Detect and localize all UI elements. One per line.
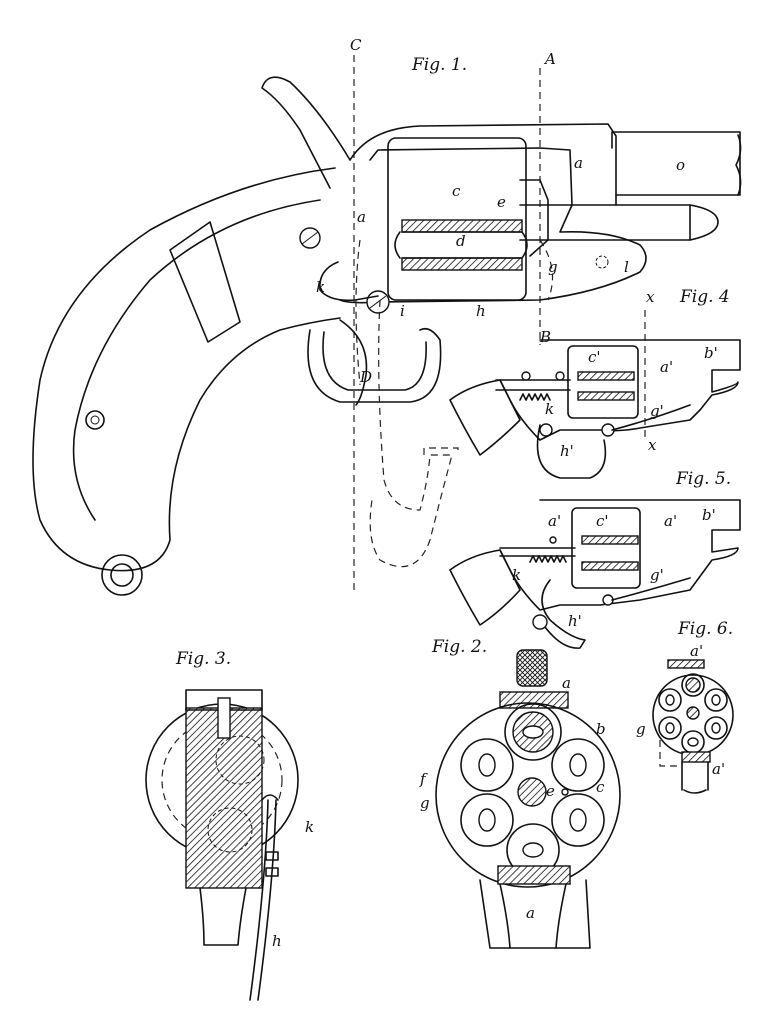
- fig2-label-g: g: [420, 794, 430, 812]
- fig1-label-o-barrel: o: [676, 156, 685, 174]
- fig3-title: Fig. 3.: [175, 649, 231, 669]
- fig5-label-a1-left: a': [548, 512, 561, 530]
- fig1-label-d: d: [456, 232, 466, 250]
- fig4-title: Fig. 4: [679, 287, 730, 307]
- fig6-label-a1-top: a': [690, 642, 703, 660]
- fig2-label-f: f: [419, 770, 428, 788]
- fig1-label-b: B: [539, 328, 551, 346]
- trigger: [339, 319, 368, 406]
- grip-panel: [72, 199, 321, 521]
- fig4-label-c1: c': [588, 348, 601, 366]
- fig1-label-a-section: A: [543, 50, 556, 68]
- fig3-label-k: k: [305, 818, 314, 836]
- fig4-trigger-guard: [536, 424, 607, 479]
- fig2-center-pin: [517, 777, 547, 807]
- frame-top-strap: [349, 123, 617, 206]
- fig4-label-b1: b': [704, 344, 718, 362]
- figure-2-front-section: Fig. 2. a b f g e c a: [419, 637, 621, 949]
- figure-5-side-section: Fig. 5. a' c' a' b' k g' h': [449, 469, 741, 649]
- fig1-label-g: g: [548, 258, 558, 276]
- fig5-label-a1-right: a': [664, 512, 677, 530]
- fig3-label-h: h: [272, 932, 282, 950]
- cylinder: [387, 137, 527, 301]
- fig1-label-i: i: [400, 302, 405, 320]
- fig4-cylinder: [567, 345, 639, 419]
- fig5-frame: [499, 499, 741, 611]
- fig5-label-b1: b': [702, 506, 716, 524]
- fig1-label-h: h: [476, 302, 486, 320]
- dashed-alternate-position: [369, 299, 453, 568]
- fig1-label-k: k: [316, 278, 325, 296]
- fig1-label-d-trigger: D: [359, 368, 372, 386]
- hammer-spur: [261, 76, 351, 189]
- fig4-label-x-bottom: x: [648, 436, 657, 454]
- fig4-label-k: k: [545, 400, 554, 418]
- fig4-label-g1: g': [650, 402, 664, 420]
- fig6-title: Fig. 6.: [677, 619, 733, 639]
- fig1-title: Fig. 1.: [411, 55, 467, 75]
- fig5-label-h1: h': [568, 612, 582, 630]
- fig2-label-a-bottom: a: [526, 904, 535, 922]
- fig5-label-g1: g': [650, 566, 664, 584]
- fig6-label-g: g: [636, 720, 646, 738]
- fig2-label-a-top: a: [562, 674, 571, 692]
- grip: [32, 167, 341, 572]
- fig4-label-h1: h': [560, 442, 574, 460]
- fig2-label-b: b: [596, 720, 606, 738]
- fig5-grip: [449, 549, 521, 626]
- fig5-title: Fig. 5.: [675, 469, 731, 489]
- cylinder-axis-section: [401, 219, 523, 233]
- fig2-cylinder-face: [435, 702, 621, 888]
- fig2-label-e: e: [546, 782, 555, 800]
- fig4-label-x-top: x: [646, 288, 655, 306]
- figure-6-front-section: Fig. 6. a' g a': [636, 619, 734, 794]
- figure-3-rear-section: Fig. 3. k h: [145, 649, 314, 1001]
- fig6-chambers: [658, 673, 728, 754]
- barrel: [611, 131, 741, 196]
- fig2-label-c: c: [596, 778, 605, 796]
- figure-4-side-section: Fig. 4 x x c' a' b' k g' h': [449, 287, 741, 479]
- fig4-frame: [499, 339, 741, 441]
- figure-1-revolver-side-view: Fig. 1. C A B D a a o c e d g l k i h: [32, 36, 742, 596]
- fig4-grip: [449, 379, 521, 456]
- fig1-label-l: l: [624, 258, 629, 276]
- grip-screw: [85, 410, 105, 430]
- fig2-title: Fig. 2.: [431, 637, 487, 657]
- fig5-label-k: k: [512, 566, 521, 584]
- fig2-front-sight: [516, 649, 548, 687]
- lanyard-ring: [101, 554, 143, 596]
- fig1-label-c-section: C: [350, 36, 362, 54]
- fig1-label-a-frame: a: [574, 154, 583, 172]
- fig1-label-a-left: a: [357, 208, 366, 226]
- trigger-guard: [307, 327, 442, 403]
- fig3-lever-h: [249, 799, 277, 1001]
- fig5-label-c1: c': [596, 512, 609, 530]
- fig2-chambers: [460, 703, 605, 877]
- lever-k: [319, 261, 379, 302]
- ejector-rod: [519, 204, 691, 241]
- fig1-label-e: e: [497, 193, 506, 211]
- fig4-label-a1: a': [660, 358, 673, 376]
- fig1-label-c-cylinder: c: [452, 182, 461, 200]
- fig6-label-a1-bottom: a': [712, 760, 725, 778]
- fig5-lever: [539, 579, 586, 649]
